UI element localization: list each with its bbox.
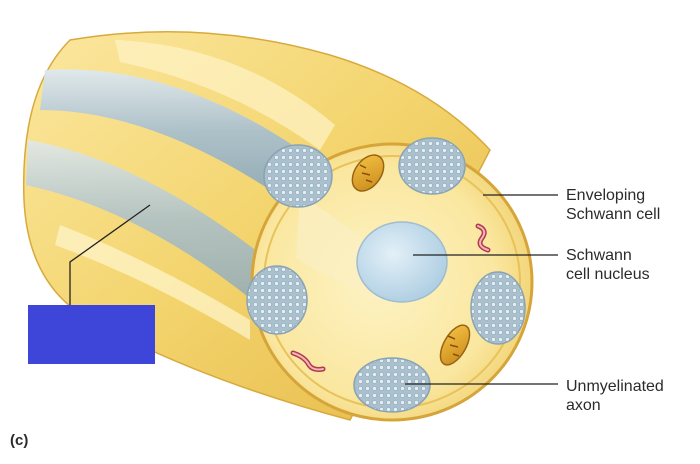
sheath-highlight [55,225,250,340]
axon-section-top-left [263,144,333,208]
label-nucleus-line2: cell nucleus [566,266,650,283]
axon-cross-sections [246,137,526,413]
label-enveloping-line2: Schwann cell [566,206,661,223]
mitochondrion-bottom [439,324,471,366]
label-axon-line1: Unmyelinated [566,378,664,395]
leader-answer-box [69,204,151,305]
label-nucleus-line1: Schwann [566,247,632,264]
er-upper-right-inner [477,225,489,251]
axon-section-top [398,137,466,195]
panel-label: (c) [10,432,29,449]
axon-tube-2 [26,140,262,300]
label-enveloping-line1: Enveloping [566,187,646,204]
mitochondrion-top [351,154,385,192]
endoplasmic-reticulum [290,223,491,372]
axon-tube-1 [40,69,300,195]
axon-tube-3 [115,40,335,150]
axon-section-left [246,265,308,335]
central-axon-tube [296,195,372,295]
schwann-cell-nucleus [356,221,448,303]
leader-lines [69,194,558,385]
label-schwann-cell-nucleus: Schwann cell nucleus [566,246,650,284]
er-lower-left-inner [292,352,324,371]
mitochondria [351,154,471,366]
label-enveloping-schwann-cell: Enveloping Schwann cell [566,186,660,224]
axon-section-right [470,271,526,345]
label-axon-line2: axon [566,397,601,414]
label-unmyelinated-axon: Unmyelinated axon [566,377,664,415]
mitochondrion-top-cristae [359,164,373,183]
hidden-label-box [28,305,155,364]
mitochondrion-bottom-cristae [447,335,460,357]
axon-section-bottom [353,357,431,413]
